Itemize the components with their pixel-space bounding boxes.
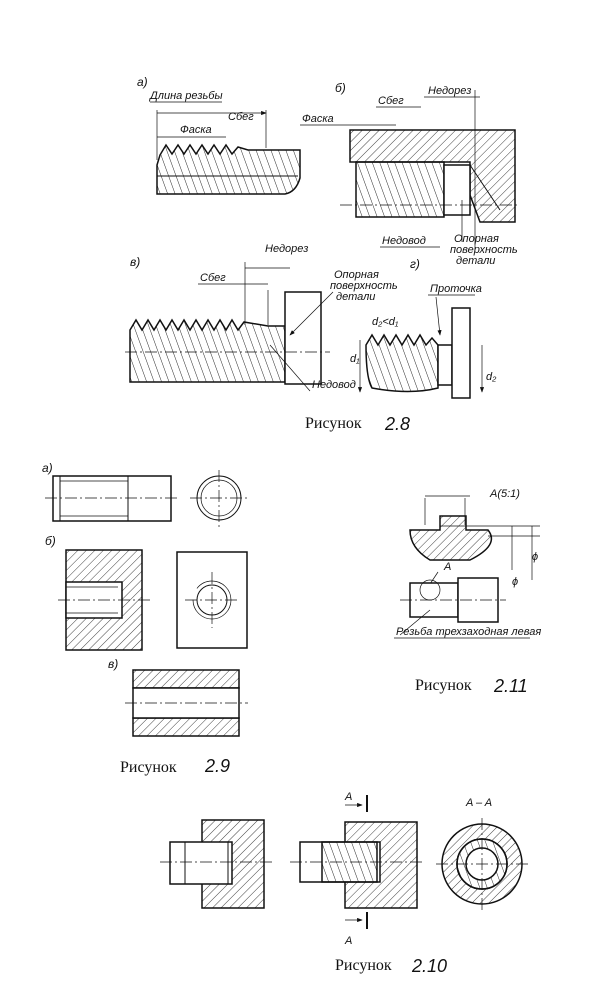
callout-leader [429, 571, 439, 585]
callout-label: A [443, 561, 451, 573]
leader-line [269, 344, 311, 392]
rod-body [52, 475, 172, 522]
caption-2-8-number: 2.8 [384, 414, 410, 434]
groove-neck [437, 344, 453, 386]
runout-label: Сбег [228, 111, 254, 123]
undercut-label: Недорез [428, 85, 471, 97]
support-surface-2: поверхность [330, 280, 398, 292]
caption-2-9: Рисунок [120, 759, 177, 776]
fig-2-8-b-internal-thread: б) Недорез Сбег Фаска Недовод Опорная по… [300, 81, 520, 267]
fig-2-10-stud-in-part [160, 819, 272, 909]
figure-2-9: а) б) в) [42, 461, 248, 776]
d1-label: d₁ [350, 353, 360, 365]
sub-label-v: в) [108, 657, 118, 671]
thread-length-label: Длина резьбы [148, 90, 223, 102]
view-label: A(5:1) [489, 488, 520, 500]
stud-body [169, 841, 233, 885]
caption-2-11: Рисунок [415, 677, 472, 694]
chamfer-label: Фаска [180, 124, 212, 136]
hatched-wall-top [132, 669, 240, 689]
fig-2-8-a-external-thread: а) Длина резьбы Сбег Фаска [137, 75, 301, 195]
fig-2-8-g-groove: г) Проточка d₂<d₁ d₁ d₂ [350, 257, 497, 399]
section-mark-label-bottom: A [344, 935, 352, 947]
sub-label-g: г) [410, 257, 420, 271]
sub-label-a: а) [137, 75, 148, 89]
groove-label: Проточка [430, 283, 482, 295]
internal-thread [355, 161, 445, 218]
fig-2-10-section-view: A A [290, 791, 425, 947]
caption-2-10-number: 2.10 [411, 956, 447, 976]
d2-label: d₂ [486, 371, 497, 383]
fig-2-8-v-bolt: в) Недорез Сбег Опорная поверхность дета… [125, 243, 398, 392]
runout-label: Сбег [200, 272, 226, 284]
runout-label: Сбег [378, 95, 404, 107]
chamfer-label: Фаска [302, 113, 334, 125]
incomplete-label: Недовод [312, 379, 356, 391]
fig-2-10-section-a-a: A – A [436, 797, 528, 910]
incomplete-label: Недовод [382, 235, 426, 247]
caption-2-8: Рисунок [305, 415, 362, 432]
phi-label-2: ϕ [532, 551, 538, 563]
relation-label: d₂<d₁ [372, 316, 399, 328]
phi-label: ϕ [512, 576, 518, 588]
section-mark-label-top: A [344, 791, 352, 803]
leader-arrow [289, 291, 334, 336]
support-surface-2: поверхность [450, 244, 518, 256]
undercut-label: Недорез [265, 243, 308, 255]
leader-arrow [435, 296, 442, 336]
shoulder [451, 307, 471, 399]
sub-label-b: б) [45, 534, 56, 548]
fig-2-9-a-stud [45, 470, 248, 527]
threaded-shaft [365, 333, 439, 393]
section-title: A – A [465, 797, 492, 809]
threaded-rod [156, 143, 301, 195]
sub-label-v: в) [130, 255, 140, 269]
support-surface-1: Опорная [454, 233, 499, 245]
caption-2-10: Рисунок [335, 957, 392, 974]
sub-label-b: б) [335, 81, 346, 95]
hatched-wall-bottom [132, 717, 240, 737]
sub-label-a: а) [42, 461, 53, 475]
support-surface-3: детали [456, 255, 495, 267]
threaded-bolt [129, 318, 286, 383]
fig-2-9-v-through-hole [125, 669, 248, 737]
note-leader [399, 609, 431, 636]
caption-2-9-number: 2.9 [204, 756, 230, 776]
support-surface-3: детали [336, 291, 375, 303]
support-surface-1: Опорная [334, 269, 379, 281]
thread-note: Резьба трехзаходная левая [396, 626, 541, 638]
caption-2-11-number: 2.11 [493, 676, 528, 696]
fig-2-9-b-tapped-hole [58, 549, 248, 651]
nut-part [284, 291, 322, 385]
figure-2-8: а) Длина резьбы Сбег Фаска б) Недорез Сб… [125, 75, 520, 434]
figure-2-10: A A A – A Рисунок 2.10 [160, 791, 528, 976]
thread-profile-detail [409, 515, 493, 561]
hole-bottom [443, 164, 471, 216]
figure-2-11: A(5:1) ϕ ϕ A Резьба трехзаходная левая Р… [394, 488, 541, 696]
